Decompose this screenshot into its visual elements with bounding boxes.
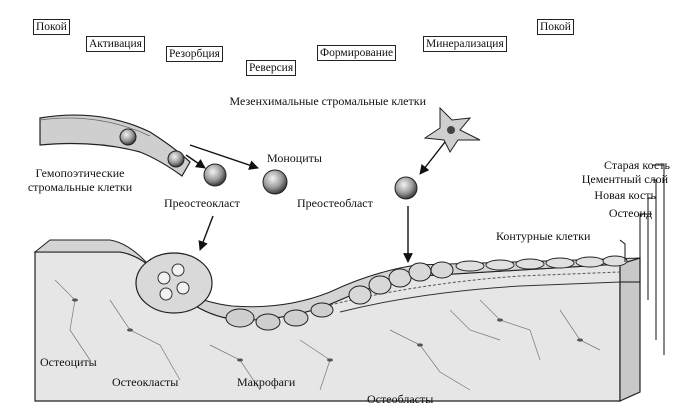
preosteoblast-cell — [394, 176, 418, 200]
label-osteoid: Остеоид — [608, 206, 652, 220]
label-preosteoblast: Преостеобласт — [297, 196, 373, 210]
label-osteoclasts: Остеокласты — [112, 375, 179, 389]
label-cement-layer: Цементный слой — [581, 172, 668, 186]
label-macrophages: Макрофаги — [237, 375, 296, 389]
label-new-bone: Новая кость — [594, 188, 656, 202]
label-msc-text: Мезенхимальные стромальные клетки — [229, 94, 426, 108]
label-msc: Мезенхимальные стромальные клетки — [200, 94, 426, 108]
label-old-bone: Старая кость — [604, 158, 670, 172]
osteocyte-dots — [72, 298, 583, 362]
label-hsc-text: Гемопоэтические стромальные клетки — [27, 166, 133, 194]
monocyte-cell-2 — [262, 169, 288, 195]
arrows — [185, 141, 446, 263]
label-hsc: Гемопоэтические стромальные клетки — [5, 166, 155, 194]
phase-formation: Формирование — [317, 45, 397, 61]
label-lining-cells: Контурные клетки — [496, 229, 591, 243]
leader-lines — [619, 164, 665, 355]
blood-vessel — [39, 114, 191, 177]
phase-mineralization: Минерализация — [423, 36, 507, 52]
bone-block-side — [619, 257, 641, 402]
phase-rest-start: Покой — [33, 19, 70, 35]
cement-line — [339, 281, 621, 313]
new-bone-line — [329, 271, 621, 306]
osteoblast-cells — [348, 261, 454, 305]
osteoclast-cell — [135, 252, 213, 314]
macrophage-cells — [225, 302, 334, 331]
phase-activation: Активация — [86, 36, 145, 52]
phase-reversal: Реверсия — [246, 60, 297, 76]
bone-canals — [54, 279, 601, 391]
phase-resorption: Резорбция — [166, 46, 223, 62]
label-osteocytes: Остеоциты — [40, 355, 97, 369]
label-osteoblasts: Остеобласты — [367, 392, 434, 406]
phase-rest-end: Покой — [537, 19, 574, 35]
label-monocytes: Моноциты — [267, 151, 322, 165]
lining-cells — [455, 255, 628, 272]
label-preosteoclast: Преостеокласт — [164, 196, 240, 210]
monocyte-cell-1 — [203, 163, 227, 187]
